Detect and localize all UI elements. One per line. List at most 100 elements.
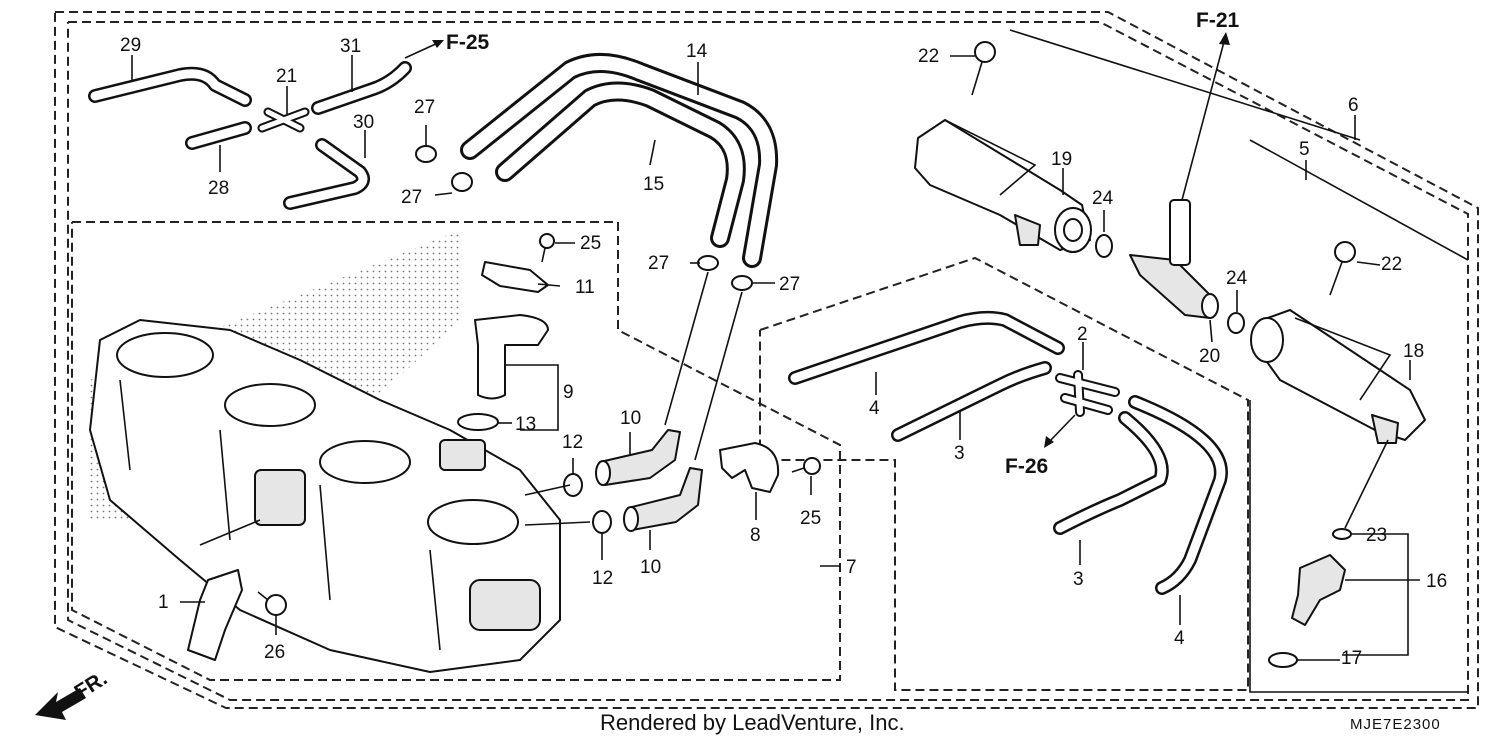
o-ring-24-a — [1095, 234, 1113, 258]
right-panel — [1249, 400, 1468, 693]
vacuum-line-b — [694, 291, 743, 461]
rail-to-injector-line — [1344, 439, 1389, 529]
label-27a: 27 — [414, 97, 435, 118]
vacuum-line-a — [664, 271, 709, 426]
label-12a: 12 — [562, 432, 583, 453]
f21-arrow-head — [1219, 32, 1230, 45]
fuel-rail-18 — [1250, 309, 1426, 444]
label-19: 19 — [1051, 149, 1072, 170]
label-13: 13 — [515, 414, 536, 435]
render-credit: Rendered by LeadVenture, Inc. — [600, 710, 905, 735]
leader-lines-left — [131, 55, 840, 635]
group-5-6-panel-b — [1249, 139, 1469, 261]
label-3b: 3 — [1073, 569, 1084, 590]
group-5-frame — [759, 256, 1249, 691]
label-10b: 10 — [640, 557, 661, 578]
outer-frame-line — [54, 11, 1479, 709]
clip-27-b — [451, 172, 473, 192]
label-18: 18 — [1403, 341, 1424, 362]
o-ring-24-b — [1227, 312, 1245, 334]
screw-25-bottom — [791, 457, 821, 475]
hose-28 — [185, 121, 252, 150]
label-4a: 4 — [869, 398, 880, 419]
front-direction-arrow — [35, 688, 86, 720]
label-5: 5 — [1299, 139, 1310, 160]
hose-15 — [495, 81, 746, 248]
label-27c: 27 — [648, 253, 669, 274]
screw-25-top — [539, 233, 555, 263]
label-22a: 22 — [918, 46, 939, 67]
ref-f25: F-25 — [446, 31, 490, 54]
hose-4-lower — [1128, 395, 1228, 595]
joint-2 — [1055, 370, 1120, 417]
hose-30 — [283, 138, 370, 210]
washer-12-b — [592, 510, 612, 534]
o-ring-23 — [1332, 528, 1352, 540]
label-26: 26 — [264, 642, 285, 663]
bracket-11 — [481, 261, 549, 293]
label-9: 9 — [563, 382, 574, 403]
label-23: 23 — [1366, 525, 1387, 546]
hose-14 — [460, 52, 779, 268]
label-29: 29 — [120, 35, 141, 56]
hose-3-upper — [891, 361, 1052, 442]
label-31: 31 — [340, 36, 361, 57]
holder-8 — [719, 442, 780, 493]
label-25a: 25 — [580, 233, 601, 254]
label-15: 15 — [643, 174, 664, 195]
label-11: 11 — [575, 277, 595, 298]
ref-f21: F-21 — [1196, 9, 1240, 32]
injector-10-b — [623, 467, 703, 532]
label-28: 28 — [208, 178, 229, 199]
f25-arrow-head — [432, 40, 444, 48]
label-7: 7 — [846, 557, 857, 578]
f26-arrow-line — [1047, 414, 1076, 444]
clip-27-c — [697, 255, 719, 271]
seal-17 — [1268, 652, 1298, 668]
group-7-frame — [71, 221, 841, 681]
label-12b: 12 — [592, 568, 613, 589]
label-17: 17 — [1341, 648, 1362, 669]
label-22b: 22 — [1381, 254, 1402, 275]
label-30: 30 — [353, 112, 374, 133]
hose-31 — [311, 61, 412, 115]
joint-20 — [1129, 199, 1219, 319]
clip-27-d — [731, 275, 753, 291]
o-ring-13 — [457, 413, 499, 431]
hose-29 — [88, 66, 252, 107]
f21-arrow-line — [1181, 37, 1226, 201]
label-2: 2 — [1077, 324, 1088, 345]
hose-4-upper — [788, 310, 1065, 385]
sensor-9 — [474, 314, 549, 400]
label-10a: 10 — [620, 408, 641, 429]
label-14: 14 — [686, 41, 708, 62]
label-24b: 24 — [1226, 268, 1248, 289]
label-24a: 24 — [1092, 188, 1114, 209]
f26-arrow-head — [1044, 436, 1054, 448]
label-1: 1 — [158, 592, 169, 613]
fuel-rail-19 — [914, 119, 1092, 253]
label-4b: 4 — [1174, 628, 1185, 649]
label-3a: 3 — [954, 443, 965, 464]
f25-arrow-line — [404, 41, 441, 59]
label-27b: 27 — [401, 187, 422, 208]
group-5-6-panel — [1009, 29, 1361, 141]
bolt-22-top — [971, 41, 996, 96]
label-25b: 25 — [800, 508, 821, 529]
label-27d: 27 — [779, 274, 800, 295]
leader-lines-right — [944, 55, 1420, 661]
label-6: 6 — [1348, 95, 1359, 116]
diagram-code: MJE7E2300 — [1350, 716, 1441, 733]
hose-3-lower — [1053, 411, 1169, 535]
outer-frame-line-inner — [67, 21, 1469, 701]
clip-27-a — [415, 145, 437, 163]
ref-f26: F-26 — [1005, 455, 1048, 478]
throttle-body — [89, 319, 561, 673]
leader-lines-group5 — [875, 342, 1181, 625]
label-20: 20 — [1199, 346, 1220, 367]
label-16: 16 — [1426, 571, 1447, 592]
label-8: 8 — [750, 525, 761, 546]
injector-16 — [1291, 554, 1346, 626]
injector-10-a — [595, 429, 681, 486]
